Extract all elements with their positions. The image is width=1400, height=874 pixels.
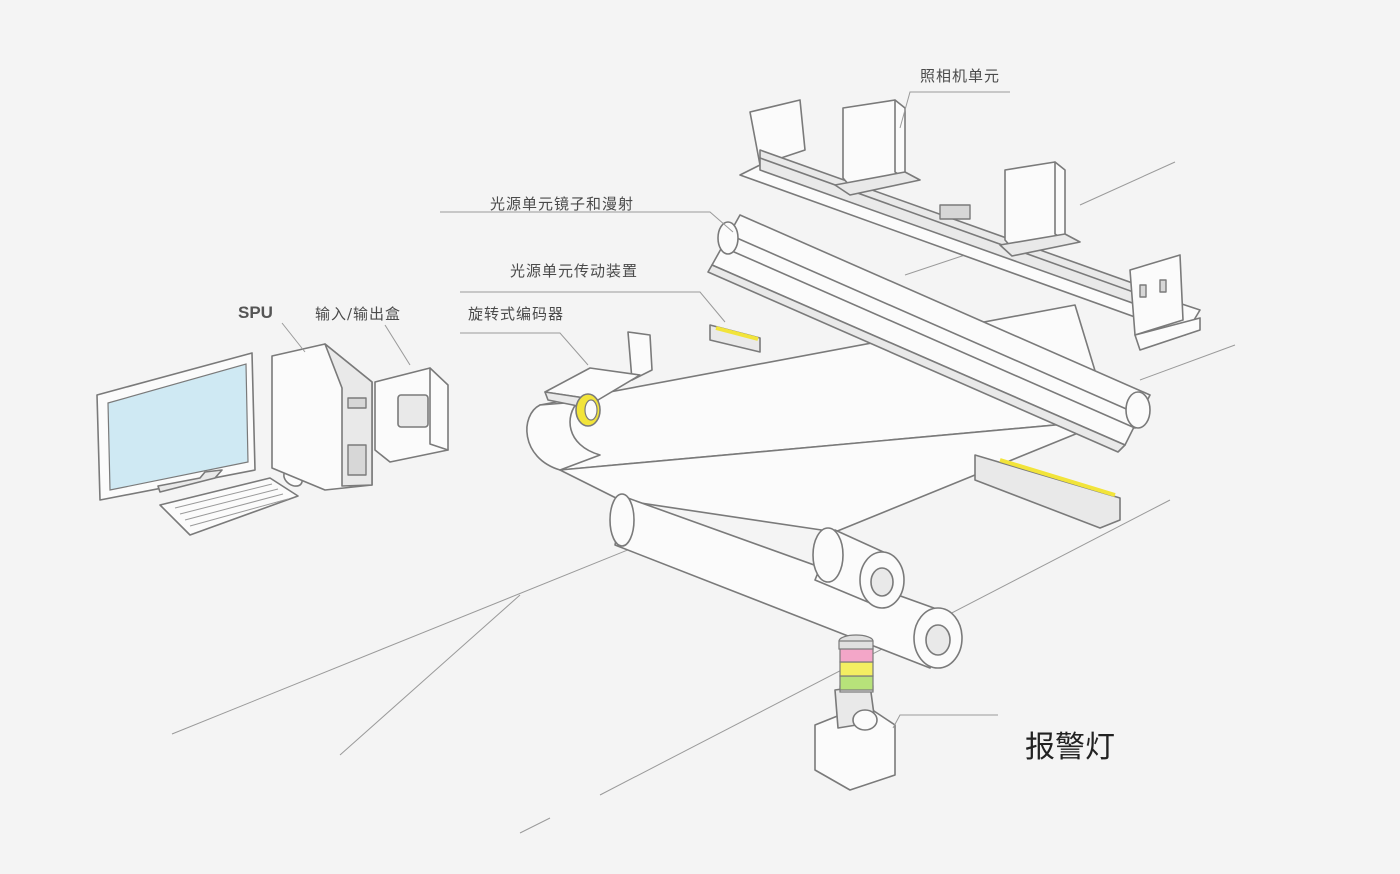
label-light-drive: 光源单元传动装置 (510, 262, 639, 280)
label-rotary-encoder: 旋转式编码器 (468, 305, 565, 323)
spu-tower (271, 343, 373, 491)
light-drive-rail-far (974, 454, 1121, 529)
light-drive-rail-near (709, 324, 761, 353)
label-spu: SPU (238, 303, 273, 322)
camera-1 (834, 99, 921, 196)
lower-roller-short (812, 527, 905, 609)
label-io-box: 输入/输出盒 (315, 305, 402, 323)
light-source-bar (707, 214, 1151, 453)
leader-lines (281, 91, 1010, 729)
leader-alarm (892, 714, 998, 729)
monitor (96, 352, 256, 501)
io-box (374, 367, 449, 463)
leader-light-drive (460, 291, 726, 323)
keyboard (159, 477, 299, 536)
label-camera-unit: 照相机单元 (920, 67, 1001, 85)
leader-io-box (384, 324, 411, 366)
leader-encoder (460, 332, 589, 366)
alarm-stack-light (814, 634, 896, 791)
leader-camera-unit (899, 91, 1010, 129)
label-alarm-light: 报警灯 (1025, 730, 1115, 765)
camera-2 (999, 161, 1081, 257)
leader-spu (281, 322, 306, 353)
top-roller (526, 401, 601, 471)
leader-light-mirror (440, 211, 734, 233)
label-light-mirror-diffuse: 光源单元镜子和漫射 (490, 195, 635, 213)
rotary-encoder (544, 331, 653, 427)
